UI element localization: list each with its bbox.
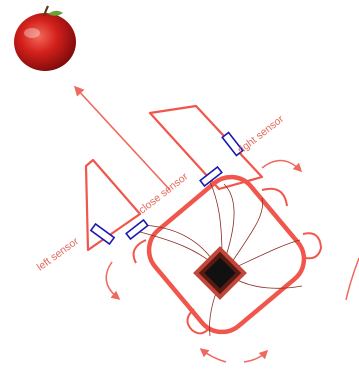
rotation-arrow-edge [346,258,359,300]
left-sensor-label: left sensor [35,235,82,273]
rotation-arrow-left [106,262,118,298]
direction-arrow [76,88,170,190]
rotation-arrow-bottom-left [202,350,226,362]
rotation-arrow-right [262,160,300,170]
apple-icon [14,6,76,71]
rotation-arrow-bottom-right [244,352,266,362]
right-sensor-label: right sensor [235,113,286,157]
wheel-left [134,240,146,263]
robot-core [193,246,247,300]
close-sensor [126,220,148,239]
